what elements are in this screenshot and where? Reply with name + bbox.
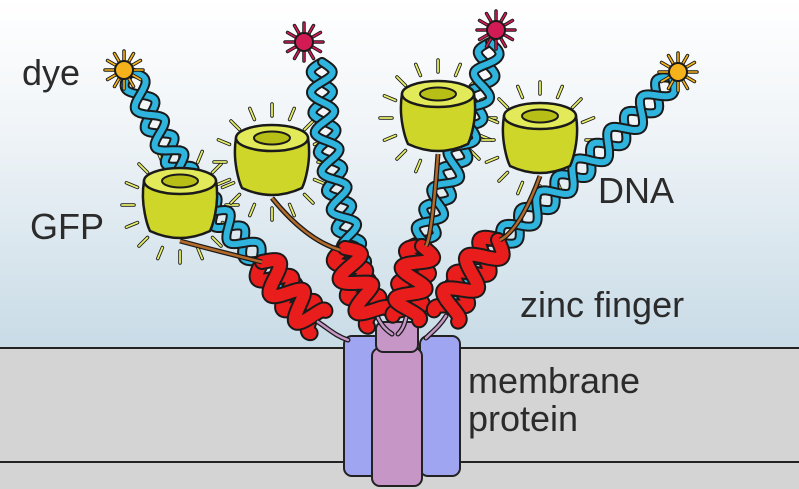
protein-helix-right bbox=[419, 335, 461, 477]
membrane-protein bbox=[343, 321, 461, 487]
dye-3 bbox=[475, 9, 517, 51]
zinc-finger-4 bbox=[425, 229, 511, 330]
dye-label: dye bbox=[22, 52, 81, 93]
gfp-barrel-4 bbox=[501, 101, 579, 175]
gfp-label: GFP bbox=[30, 206, 105, 247]
protein-helix-center bbox=[371, 347, 423, 487]
dye-2 bbox=[283, 21, 325, 63]
gfp-proteins bbox=[141, 79, 579, 265]
membrane-protein-label-line-1: membrane bbox=[468, 360, 641, 401]
membrane-protein-label-line-2: protein bbox=[468, 397, 579, 439]
zinc-finger-2 bbox=[325, 240, 396, 335]
zinc-finger-3 bbox=[384, 238, 442, 329]
membrane-protein-label: membrane protein bbox=[468, 362, 640, 438]
zinc-finger-1 bbox=[248, 252, 334, 342]
linkers bbox=[315, 313, 449, 343]
dye-4 bbox=[657, 51, 699, 93]
dna-label: DNA bbox=[598, 170, 675, 211]
gfp-barrel-2 bbox=[233, 123, 311, 197]
gfp-barrel-3 bbox=[399, 79, 477, 153]
dye-1 bbox=[103, 49, 145, 91]
zinc-finger-label: zinc finger bbox=[520, 284, 685, 325]
gfp-barrel-1 bbox=[141, 166, 219, 240]
dyes bbox=[103, 9, 699, 93]
zinc-fingers bbox=[248, 229, 511, 342]
